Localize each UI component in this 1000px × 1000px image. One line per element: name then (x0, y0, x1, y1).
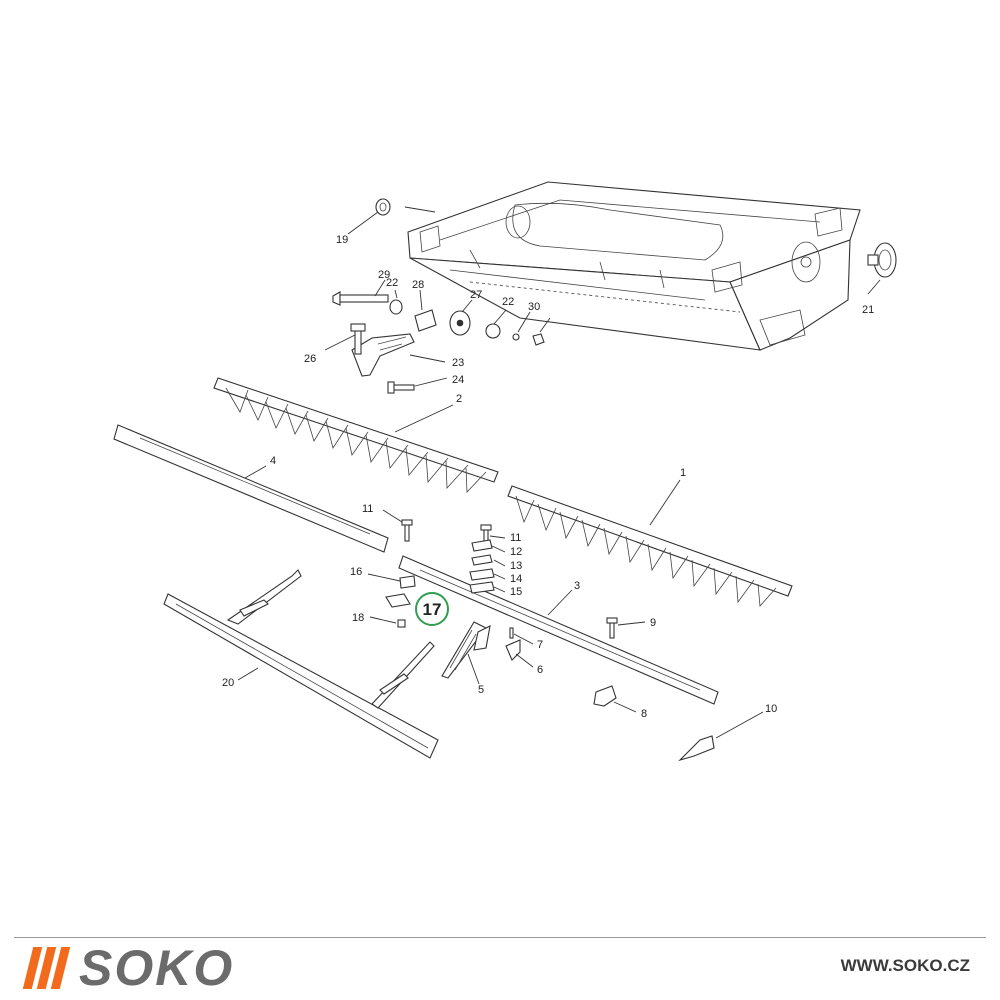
part-2-knife-section (213, 377, 499, 493)
callout: 14 (510, 573, 522, 585)
part-19-reel-bar (163, 569, 439, 759)
callout: 29 (378, 269, 390, 281)
part-6-clamp (505, 639, 521, 661)
part-24-bolt (391, 384, 415, 391)
callout: 24 (452, 374, 464, 386)
part-30-nut (532, 333, 545, 346)
header-frame (407, 181, 861, 351)
part-27-sleeve (414, 309, 437, 332)
highlight-circle (415, 592, 449, 626)
part-7-screw (509, 627, 514, 639)
callout: 20 (222, 677, 234, 689)
part-25-bolt (354, 329, 362, 355)
part-1-knife-section (507, 485, 793, 607)
part-13-plate (471, 554, 493, 566)
callout: 11 (362, 503, 373, 515)
callout: 26 (304, 353, 316, 365)
callout: 10 (765, 703, 777, 715)
callout: 6 (537, 664, 543, 676)
part-10-guard-finger (678, 735, 715, 762)
callout: 13 (510, 560, 522, 572)
callout: 12 (510, 546, 522, 558)
callout: 16 (350, 566, 362, 578)
part-29-washer (512, 333, 520, 341)
callout: 23 (452, 357, 464, 369)
part-16-clip (399, 575, 416, 589)
callout: 19 (336, 234, 348, 246)
brand-name: SOKO (79, 940, 235, 996)
part-14-plate (469, 568, 495, 581)
callout: 7 (537, 639, 543, 651)
brand-logo: SOKO (22, 940, 235, 996)
part-17-plate (385, 593, 411, 608)
part-28-bolt-head (332, 291, 341, 306)
part-22-bushing-b (485, 323, 501, 339)
part-8-guard (593, 685, 617, 707)
callout: 5 (478, 684, 484, 696)
part-9-bolt (609, 621, 615, 639)
leader-lines (237, 206, 881, 739)
part-11-bolt (404, 522, 410, 542)
callout: 22 (386, 277, 398, 289)
callout: 11 (510, 532, 521, 544)
footer-divider (14, 937, 986, 938)
part-20-bushing (375, 198, 391, 216)
part-15-plate (469, 581, 495, 594)
website-link[interactable]: WWW.SOKO.CZ (840, 956, 970, 975)
part-12-plate (471, 539, 493, 552)
pivot-assembly (332, 291, 545, 394)
part-22-bushing (389, 299, 403, 315)
callout: 30 (528, 301, 540, 313)
callout: 18 (352, 612, 364, 624)
part-4-bar (113, 424, 389, 553)
part-5-blade (441, 621, 487, 679)
callout: 4 (270, 455, 276, 467)
part-18-nut (397, 619, 406, 628)
callout: 1 (680, 467, 686, 479)
callout: 22 (502, 296, 514, 308)
callout: 9 (650, 617, 656, 629)
brand-stripes-icon (22, 947, 71, 989)
callout: 28 (412, 279, 424, 291)
callout: 21 (862, 304, 874, 316)
part-23-bracket (351, 333, 415, 377)
callout: 2 (456, 393, 462, 405)
callout: 27 (470, 289, 482, 301)
highlighted-part-label: 17 (423, 600, 442, 619)
part-28-bolt-shank (339, 294, 389, 303)
callout-labels: 19 21 29 22 28 27 22 30 26 23 24 2 4 1 1… (222, 234, 874, 720)
callout: 3 (574, 580, 580, 592)
callout: 15 (510, 586, 522, 598)
part-3-cutter-bar (398, 555, 719, 705)
callout: 8 (641, 708, 647, 720)
